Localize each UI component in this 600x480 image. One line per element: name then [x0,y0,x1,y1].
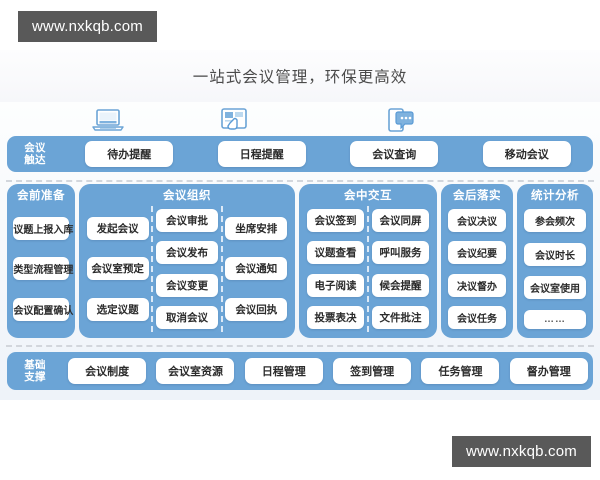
interact-c0-item-0[interactable]: 会议签到 [306,209,365,232]
page-title: 一站式会议管理，环保更高效 [192,69,408,86]
row-items-touch: 待办提醒 日程提醒 会议查询 移动会议 [63,141,593,167]
interact-c1-item-2[interactable]: 候会提醒 [371,273,430,297]
organize-c1-item-0[interactable]: 会议审批 [156,209,218,232]
support-item-0[interactable]: 会议制度 [68,358,147,384]
panel-post-body: 会议决议 会议纪要 决议督办 会议任务 [441,206,513,336]
panel-post: 会后落实 会议决议 会议纪要 决议督办 会议任务 [441,184,513,338]
panel-organize-col-1: 会议审批 会议发布 会议变更 取消会议 [151,206,220,332]
panel-post-col-0: 会议决议 会议纪要 决议督办 会议任务 [445,206,509,332]
row-label-touch-line1: 会议 [24,142,46,154]
panel-prep: 会前准备 议题上报入库 类型流程管理 会议配置确认 [7,184,75,338]
touch-item-0[interactable]: 待办提醒 [85,141,174,167]
organize-c1-item-2[interactable]: 会议变更 [156,273,218,297]
watermark-top: www.nxkqb.com [18,11,157,42]
interact-c1-item-1[interactable]: 呼叫服务 [371,241,430,265]
phone-chat-icon [380,104,420,136]
touch-item-2[interactable]: 会议查询 [350,141,439,167]
organize-c0-item-1[interactable]: 会议室预定 [86,257,149,281]
panel-organize: 会议组织 发起会议 会议室预定 选定议题 会议审批 会议发布 会议变更 取消会议 [79,184,295,338]
panel-interact-col-1: 会议同屏 呼叫服务 候会提醒 文件批注 [367,206,432,332]
organize-c0-item-2[interactable]: 选定议题 [86,298,149,322]
row-label-support-line1: 基础 [24,359,46,371]
row-items-support: 会议制度 会议室资源 日程管理 签到管理 任务管理 督办管理 [63,358,593,384]
title-band: 一站式会议管理，环保更高效 [0,50,600,102]
organize-c0-item-0[interactable]: 发起会议 [86,216,149,240]
panel-interact-body: 会议签到 议题查看 电子阅读 投票表决 会议同屏 呼叫服务 候会提醒 文件批注 [299,206,437,336]
watermark-bottom: www.nxkqb.com [452,436,591,467]
row-base-support: 基础 支撑 会议制度 会议室资源 日程管理 签到管理 任务管理 督办管理 [7,352,593,390]
icon-strip [0,102,600,138]
row-label-touch-line2: 触达 [24,154,46,166]
panel-stats-body: 参会频次 会议时长 会议室使用 …… [517,206,593,336]
post-item-1[interactable]: 会议纪要 [447,241,507,265]
support-item-3[interactable]: 签到管理 [333,358,412,384]
support-item-5[interactable]: 督办管理 [509,358,588,384]
stats-item-0[interactable]: 参会频次 [523,209,587,232]
organize-c2-item-1[interactable]: 会议通知 [225,257,288,281]
panel-stats-col-0: 参会频次 会议时长 会议室使用 …… [521,206,589,332]
divider-bottom [6,345,594,347]
organize-c1-item-1[interactable]: 会议发布 [156,241,218,265]
panel-organize-col-0: 发起会议 会议室预定 选定议题 [84,206,151,332]
interact-c1-item-0[interactable]: 会议同屏 [371,209,430,232]
row-label-support: 基础 支撑 [7,359,63,383]
support-item-1[interactable]: 会议室资源 [156,358,235,384]
prep-item-1[interactable]: 类型流程管理 [13,257,73,281]
row-meeting-touch: 会议 触达 待办提醒 日程提醒 会议查询 移动会议 [7,136,593,172]
stats-item-2[interactable]: 会议室使用 [523,276,587,300]
touch-item-3[interactable]: 移动会议 [482,141,571,167]
stats-item-1[interactable]: 会议时长 [523,242,587,266]
interact-c0-item-3[interactable]: 投票表决 [306,305,365,329]
post-item-2[interactable]: 决议督办 [447,273,507,297]
prep-item-2[interactable]: 会议配置确认 [13,298,73,322]
row-label-touch: 会议 触达 [7,142,63,166]
interact-c1-item-3[interactable]: 文件批注 [371,305,430,329]
panel-post-title: 会后落实 [453,190,501,202]
panel-organize-body: 发起会议 会议室预定 选定议题 会议审批 会议发布 会议变更 取消会议 坐席安排… [79,206,295,336]
laptop-icon [88,104,128,136]
post-item-3[interactable]: 会议任务 [447,305,507,329]
interact-c0-item-2[interactable]: 电子阅读 [306,273,365,297]
support-item-4[interactable]: 任务管理 [421,358,500,384]
touch-item-1[interactable]: 日程提醒 [217,141,306,167]
post-item-0[interactable]: 会议决议 [447,209,507,232]
interact-c0-item-1[interactable]: 议题查看 [306,241,365,265]
divider-top [6,180,594,182]
panel-interact: 会中交互 会议签到 议题查看 电子阅读 投票表决 会议同屏 呼叫服务 候会提醒 … [299,184,437,338]
support-item-2[interactable]: 日程管理 [244,358,323,384]
diagram-stage: 会议 触达 待办提醒 日程提醒 会议查询 移动会议 会前准备 议题上报入库 类型… [0,102,600,400]
panel-stats: 统计分析 参会频次 会议时长 会议室使用 …… [517,184,593,338]
panel-prep-col-0: 议题上报入库 类型流程管理 会议配置确认 [11,206,73,332]
panel-organize-col-2: 坐席安排 会议通知 会议回执 [220,206,290,332]
panel-stats-title: 统计分析 [531,190,579,202]
row-label-support-line2: 支撑 [24,371,46,383]
panel-interact-col-0: 会议签到 议题查看 电子阅读 投票表决 [304,206,367,332]
panel-prep-body: 议题上报入库 类型流程管理 会议配置确认 [7,206,75,336]
prep-item-0[interactable]: 议题上报入库 [13,216,73,240]
panel-organize-title: 会议组织 [163,190,211,202]
tablet-touch-icon [214,104,254,136]
stats-item-3[interactable]: …… [523,309,587,329]
organize-c2-item-0[interactable]: 坐席安排 [225,216,288,240]
panel-prep-title: 会前准备 [17,190,65,202]
organize-c1-item-3[interactable]: 取消会议 [156,305,218,329]
panel-group: 会前准备 议题上报入库 类型流程管理 会议配置确认 会议组织 发起会议 会议室预… [7,184,593,338]
organize-c2-item-2[interactable]: 会议回执 [225,298,288,322]
panel-interact-title: 会中交互 [344,190,392,202]
